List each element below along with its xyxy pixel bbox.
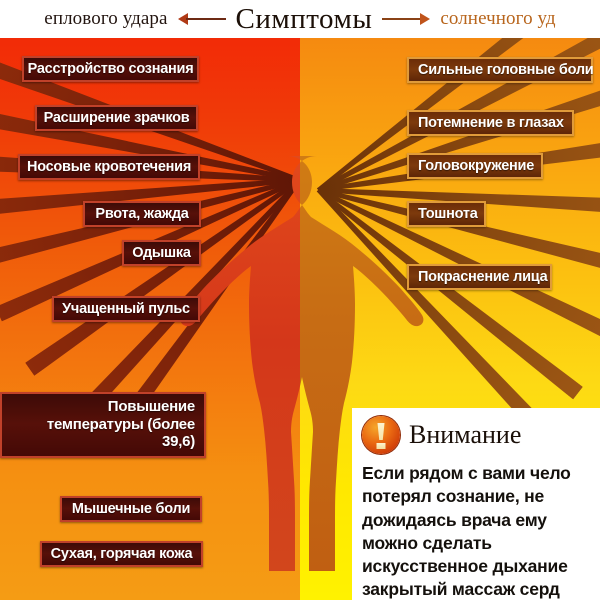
symptom-label-line: температуры (более 39,6) — [46, 415, 195, 451]
symptom-label-left-0[interactable]: Расстройство сознания — [22, 56, 199, 82]
header-left-text: еплового удара — [44, 8, 168, 29]
arrow-left-icon — [177, 12, 226, 26]
symptom-label-left-1[interactable]: Расширение зрачков — [35, 105, 198, 131]
arrow-right-icon — [382, 12, 431, 26]
symptom-label-right-3[interactable]: Тошнота — [407, 201, 486, 227]
symptom-label-right-0[interactable]: Сильные головные боли — [407, 57, 594, 83]
page-title: Симптомы — [235, 2, 373, 35]
symptom-label-left-2[interactable]: Носовые кровотечения — [18, 154, 200, 180]
warning-panel: Внимание Если рядом с вами чело потерял … — [352, 408, 600, 600]
symptom-label-right-2[interactable]: Головокружение — [407, 153, 543, 179]
symptom-label-left-8[interactable]: Сухая, горячая кожа — [40, 541, 203, 567]
header-right-text: солнечного уд — [440, 8, 556, 29]
warning-body-text: Если рядом с вами чело потерял сознание,… — [362, 463, 571, 600]
symptom-label-left-5[interactable]: Учащенный пульс — [52, 296, 200, 322]
warning-header: Внимание — [362, 416, 521, 454]
exclamation-badge-icon — [362, 416, 400, 454]
symptom-label-left-4[interactable]: Одышка — [122, 240, 201, 266]
symptom-label-left-7[interactable]: Мышечные боли — [60, 496, 202, 522]
warning-title: Внимание — [409, 420, 522, 449]
symptom-label-left-3[interactable]: Рвота, жажда — [83, 201, 201, 227]
poster-header: еплового удара Симптомы солнечного уд — [0, 0, 600, 38]
symptom-label-right-4[interactable]: Покраснение лица — [407, 264, 552, 290]
symptom-label-line: Повышение — [107, 398, 195, 415]
symptom-label-right-1[interactable]: Потемнение в глазах — [407, 110, 574, 136]
